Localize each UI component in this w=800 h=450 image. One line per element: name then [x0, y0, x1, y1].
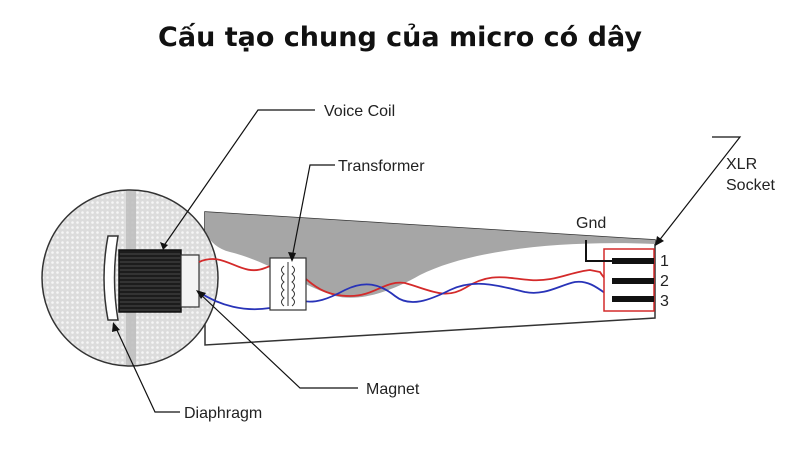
transformer-label: Transformer	[338, 158, 425, 175]
gnd-wire	[585, 240, 612, 262]
pin-2-label: 2	[660, 273, 669, 290]
diaphragm	[103, 235, 119, 321]
voice-coil-leader	[162, 109, 315, 248]
magnet-leader	[198, 292, 358, 389]
voice-coil-label: Voice Coil	[324, 103, 395, 120]
magnet	[180, 254, 200, 308]
diaphragm-leader	[114, 325, 180, 413]
transformer-leader	[291, 164, 335, 259]
transformer-coil-right	[291, 265, 295, 307]
xlr-leader	[657, 136, 742, 243]
page-title: Cấu tạo chung của micro có dây	[158, 22, 642, 53]
gnd-label: Gnd	[576, 215, 606, 232]
body-shading	[205, 212, 655, 298]
pin-2	[612, 278, 654, 284]
pin-3-label: 3	[660, 293, 669, 310]
xlr-label-line2: Socket	[726, 177, 775, 194]
magnet-label: Magnet	[366, 381, 420, 398]
voice-coil	[118, 249, 182, 313]
xlr-label-line1: XLR	[726, 156, 757, 173]
pin-1	[612, 258, 654, 264]
transformer-coil-left	[281, 265, 285, 307]
diaphragm-label: Diaphragm	[184, 405, 262, 422]
pin-3	[612, 296, 654, 302]
pin-1-label: 1	[660, 253, 669, 270]
